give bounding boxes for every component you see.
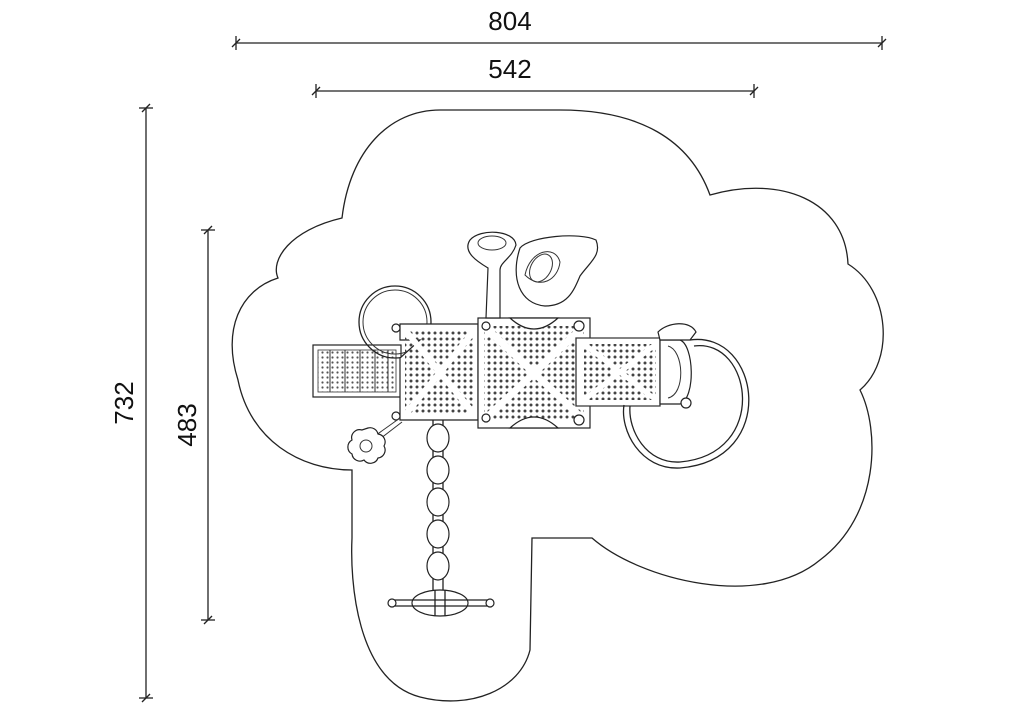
right-slide [622, 323, 750, 469]
left-round-element [358, 285, 432, 359]
inner-height-label: 483 [172, 403, 202, 446]
dimension-inner-height: 483 [172, 225, 215, 625]
total-height-label: 732 [109, 381, 139, 424]
dimension-total-height: 732 [109, 103, 153, 703]
left-platform [391, 323, 479, 421]
left-round-inner [362, 289, 428, 355]
top-climbing-rocks [467, 231, 599, 319]
bottom-seesaw [387, 589, 495, 617]
right-bridge [575, 337, 661, 407]
safety-zone-outline [231, 109, 884, 702]
inner-width-label: 542 [488, 54, 531, 84]
dimension-total-width: 804 [231, 6, 887, 50]
dimension-inner-width: 542 [311, 54, 759, 98]
flower-panel [347, 417, 403, 464]
total-width-label: 804 [488, 6, 531, 36]
center-platform [477, 317, 591, 429]
vertical-climber [426, 420, 450, 600]
